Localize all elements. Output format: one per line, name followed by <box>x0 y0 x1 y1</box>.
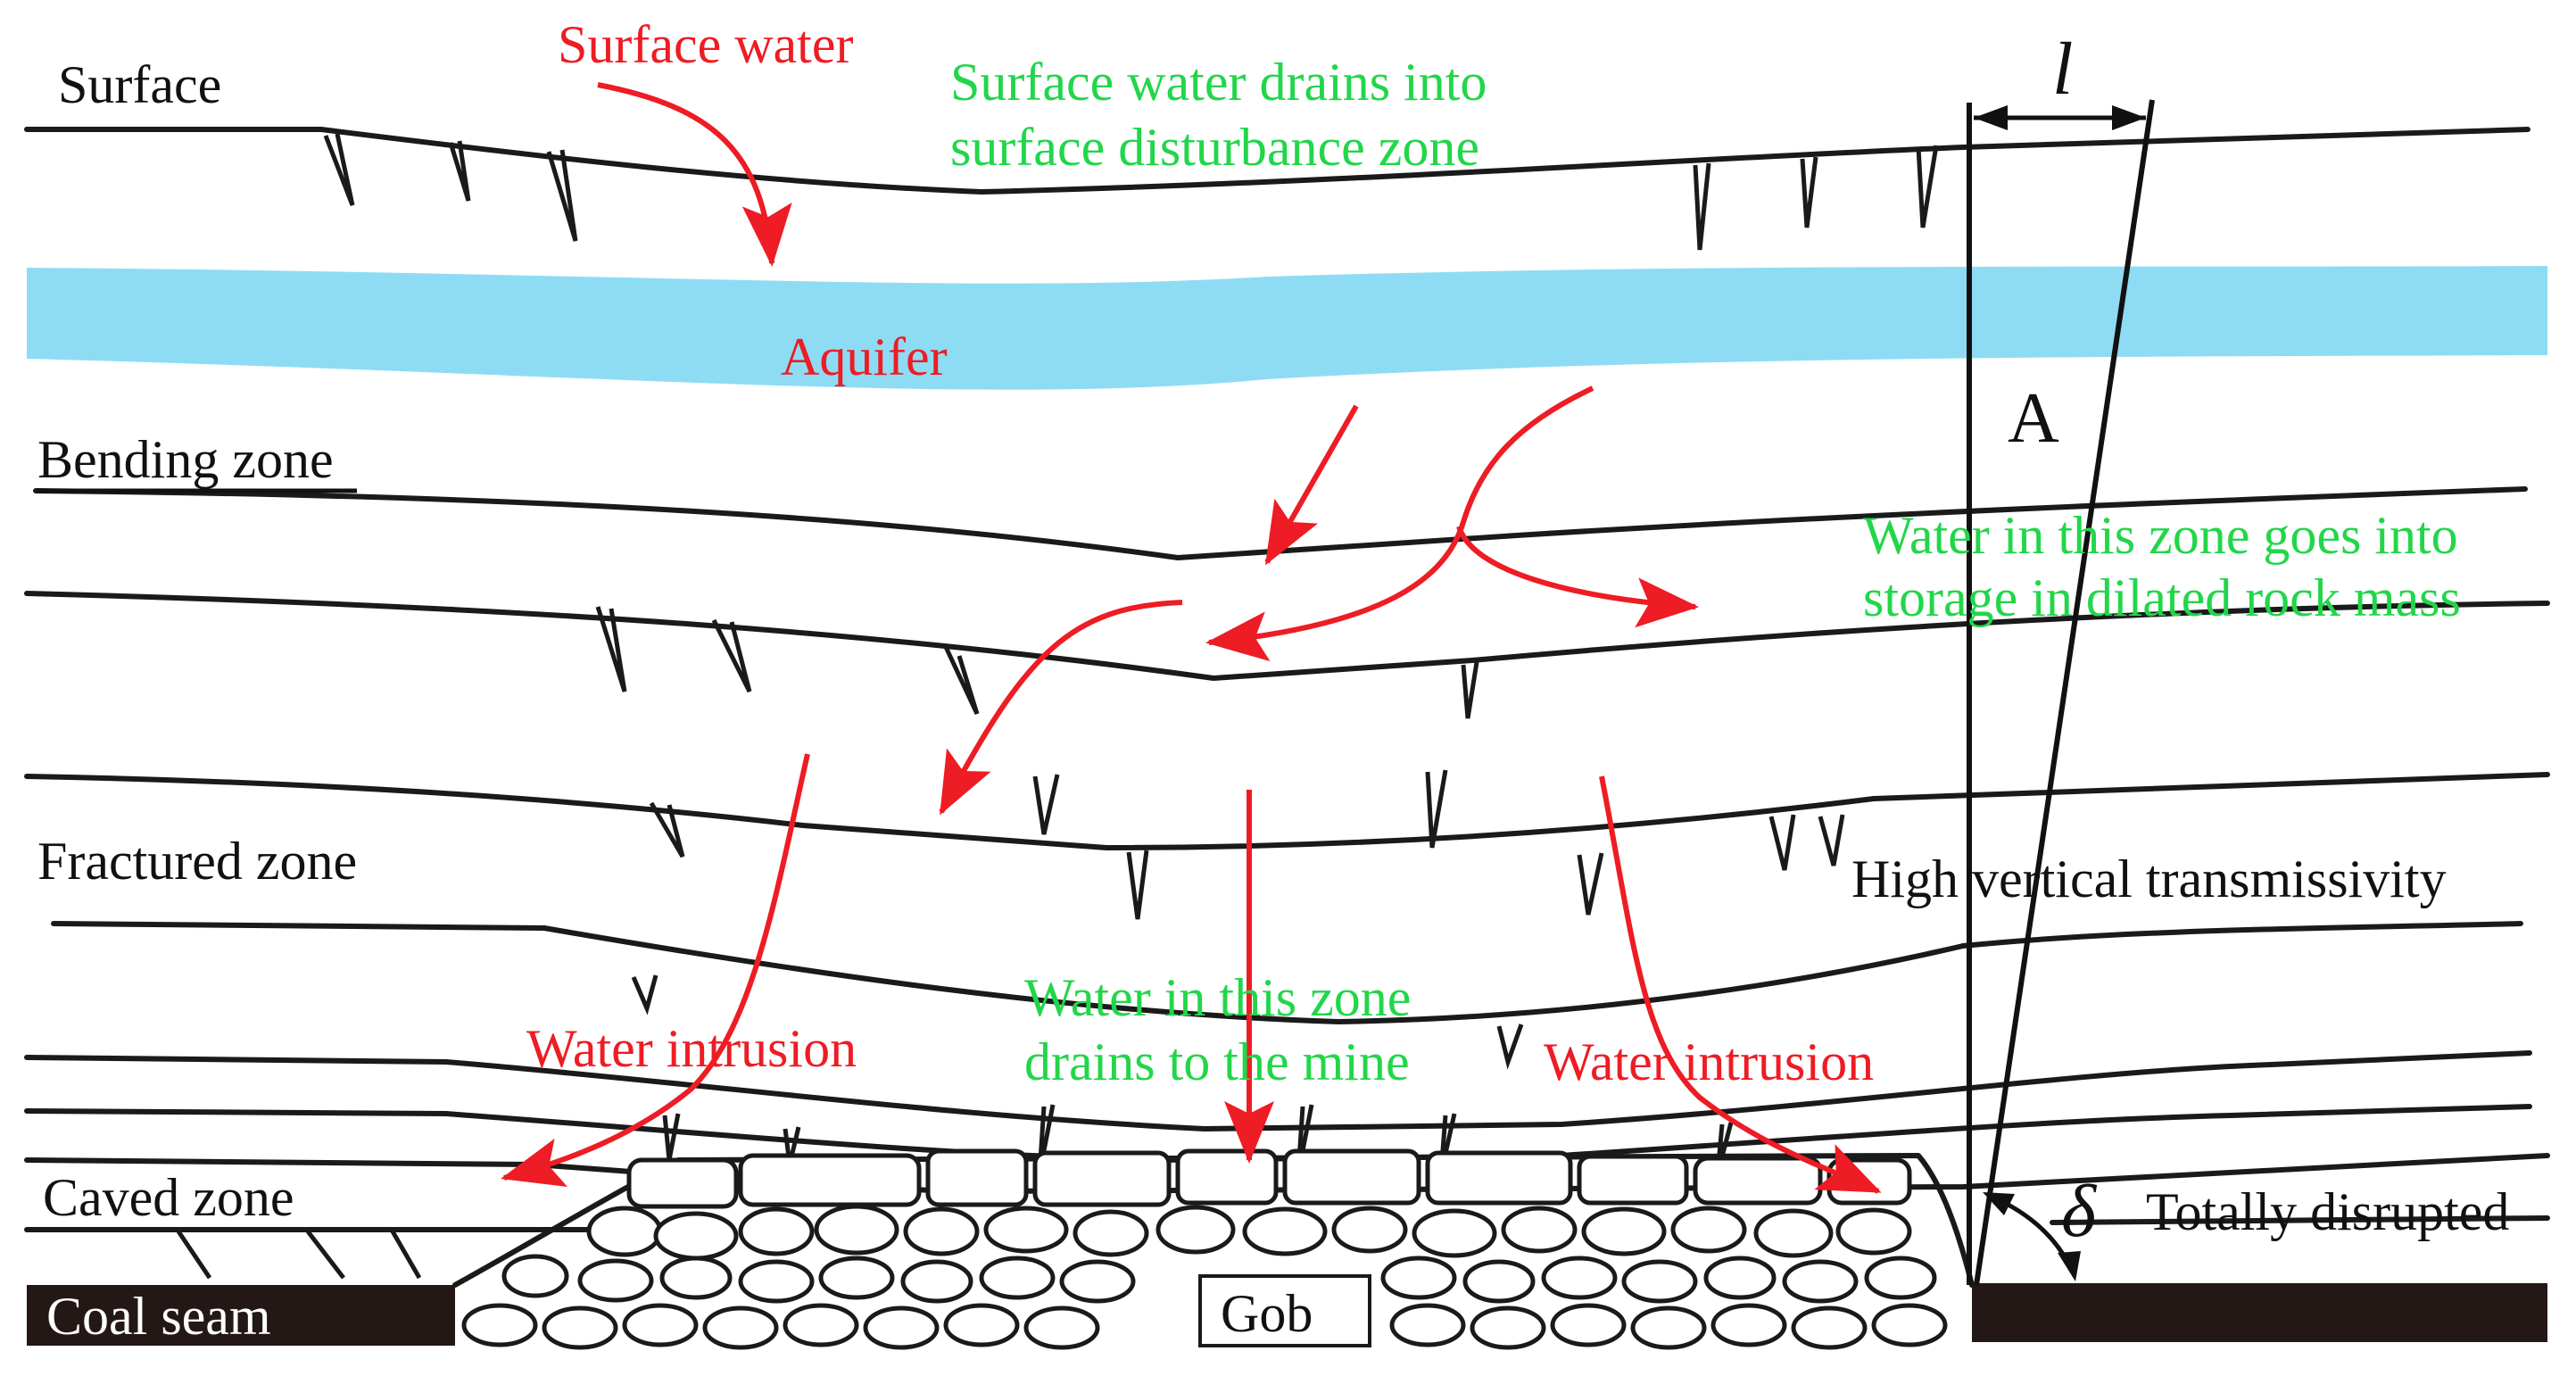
layer-line-5 <box>51 921 2523 1024</box>
right-intrusion-arrow <box>1599 775 1882 1194</box>
aquifer-band <box>27 266 2547 390</box>
gob-label: Gob <box>1221 1284 1313 1343</box>
surface-label: Surface <box>58 55 221 114</box>
aquifer-label: Aquifer <box>781 327 948 386</box>
surface-drain-label-line2: surface disturbance zone <box>950 118 1479 177</box>
left-intrusion-arrow <box>501 753 810 1188</box>
drains-mine-label-line2: drains to the mine <box>1024 1032 1410 1091</box>
coal-seam-label: Coal seam <box>46 1287 271 1346</box>
coal-seam-left <box>27 1285 455 1346</box>
delta-angle-arrow-top-icon <box>1983 1192 2015 1215</box>
delta-angle-arrow-bottom-icon <box>2058 1251 2081 1281</box>
surface-water-arrow <box>597 82 792 267</box>
zone-storage-label-line2: storage in dilated rock mass <box>1863 568 2461 627</box>
inclined-boundary-line <box>1974 99 2155 1286</box>
delta-angle-label: δ <box>2061 1170 2098 1253</box>
water-intrusion-right-label: Water intrusion <box>1544 1032 1874 1091</box>
aquifer-seepage-arrow <box>1264 404 1359 566</box>
bending-zone-line <box>33 486 2528 560</box>
draw-angle-lines <box>1967 99 2155 1286</box>
point-a-label: A <box>2008 379 2059 458</box>
dilated-to-fracture-arrow <box>939 600 1183 816</box>
right-base-line <box>2050 1215 2550 1225</box>
caved-rubble <box>452 1148 1975 1350</box>
length-l-label: l <box>2052 28 2073 111</box>
high-transmissivity-label: High vertical transmissivity <box>1851 850 2447 908</box>
fracture-marks <box>176 133 1939 1280</box>
bending-zone-label: Bending zone <box>37 430 334 489</box>
water-intrusion-left-label: Water intrusion <box>526 1019 857 1078</box>
zone-storage-label-line1: Water in this zone goes into <box>1863 506 2458 565</box>
coal-seam-right <box>1972 1283 2547 1342</box>
aquifer-branch-left-arrow <box>1205 385 1594 662</box>
aquifer-branch-right-arrow <box>1456 525 1699 628</box>
layer-line-4 <box>24 772 2550 850</box>
labels: Surface Surface water Surface water drai… <box>37 15 2509 1346</box>
layer-line-3 <box>24 591 2550 681</box>
layer-line-6 <box>24 1050 2532 1131</box>
caved-zone-label: Caved zone <box>43 1168 294 1227</box>
surface-drain-label-line1: Surface water drains into <box>950 53 1487 112</box>
surface-line <box>24 127 2530 195</box>
gob-box <box>1198 1274 1371 1347</box>
dimension-l-left-arrow-icon <box>1974 105 2008 130</box>
fractured-zone-label: Fractured zone <box>37 832 357 891</box>
water-flow-arrows <box>501 82 1882 1194</box>
drains-mine-label-line1: Water in this zone <box>1024 968 1411 1027</box>
surface-water-label: Surface water <box>558 15 853 74</box>
layer-line-7 <box>24 1104 2532 1163</box>
totally-disrupted-label: Totally disrupted <box>2146 1182 2509 1241</box>
dimension-l-right-arrow-icon <box>2112 105 2146 130</box>
